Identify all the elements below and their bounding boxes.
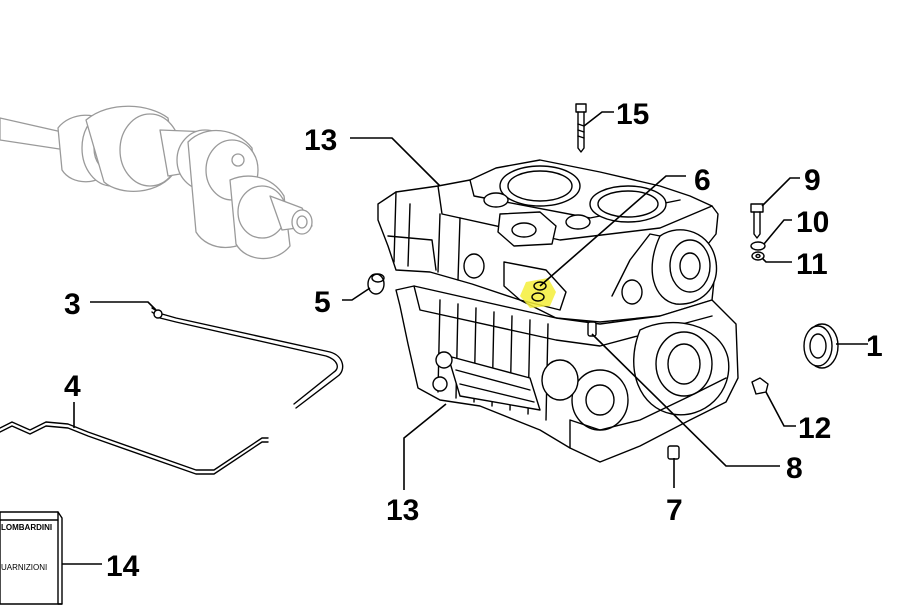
part-numbers: 15 13 6 9 10 11 5 1 12 8 7 13 3 4 14 xyxy=(64,98,883,583)
part-number-14: 14 xyxy=(106,550,140,583)
highlight-marker xyxy=(520,278,556,308)
oil-seal-1 xyxy=(803,323,839,369)
crankshaft-ghost xyxy=(0,105,313,260)
part-number-15: 15 xyxy=(616,98,649,131)
part-number-13-top: 13 xyxy=(304,124,337,157)
gasket-kit-14: LOMBARDINI UARNIZIONI xyxy=(0,511,63,605)
part-number-10: 10 xyxy=(796,206,829,239)
part-number-11: 11 xyxy=(796,248,828,281)
dowel-7 xyxy=(667,445,680,460)
part-number-5: 5 xyxy=(314,286,331,319)
part-number-12: 12 xyxy=(798,412,831,445)
plug-12 xyxy=(751,377,769,395)
leader-lines xyxy=(62,111,868,565)
part-number-1: 1 xyxy=(866,330,883,363)
washer-11 xyxy=(751,251,765,261)
crankcase-drawing xyxy=(377,159,739,463)
part-number-7: 7 xyxy=(666,494,683,527)
kit-label-text: UARNIZIONI xyxy=(1,563,47,572)
oil-pipe-3 xyxy=(151,307,344,409)
part-number-3: 3 xyxy=(64,288,81,321)
kit-brand-text: LOMBARDINI xyxy=(1,523,52,532)
part-number-9: 9 xyxy=(804,164,821,197)
bolt-9 xyxy=(750,203,764,239)
part-number-8: 8 xyxy=(786,452,803,485)
part-number-13-bottom: 13 xyxy=(386,494,419,527)
part-number-6: 6 xyxy=(694,164,711,197)
oil-pipe-4 xyxy=(0,421,269,475)
bolt-15 xyxy=(575,103,587,153)
washer-10 xyxy=(750,241,766,251)
part-number-4: 4 xyxy=(64,370,81,403)
plug-5 xyxy=(367,273,385,295)
